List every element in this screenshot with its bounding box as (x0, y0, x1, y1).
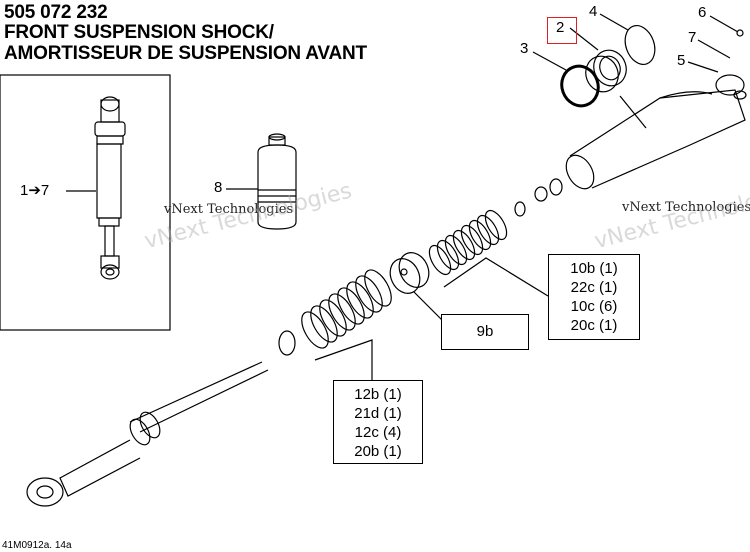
callout-8: 8 (214, 179, 223, 196)
right-shim-stack-drawing (428, 209, 508, 276)
callout-7: 7 (688, 29, 697, 46)
callout-1-to-7: 1➔7 (20, 182, 50, 199)
box-right-line: 20c (1) (570, 317, 618, 334)
box-bottom-line: 12c (4) (354, 424, 402, 441)
box-bottom-parts: 12b (1) 21d (1) 12c (4) 20b (1) (333, 380, 423, 464)
part-number: 505 072 232 (4, 2, 108, 23)
box-right-line: 22c (1) (570, 279, 618, 296)
callout-2: 2 (556, 19, 565, 36)
disc-drawing (624, 25, 656, 65)
box-bottom-line: 12b (1) (354, 386, 402, 403)
title-english: FRONT SUSPENSION SHOCK/ (4, 22, 274, 43)
drawing-reference: 41M0912a. 14a (2, 540, 72, 551)
box-right-line: 10c (6) (570, 298, 618, 315)
left-shim-stack-drawing (301, 269, 392, 349)
oil-bottle-drawing (257, 133, 297, 230)
highlight-box-2 (547, 17, 577, 44)
seal-drawing (585, 49, 627, 93)
piston-drawing (389, 252, 430, 294)
box-bottom-line: 21d (1) (354, 405, 402, 422)
box-9b: 9b (441, 314, 529, 350)
shock-body-drawing (565, 74, 747, 190)
assembled-shock-drawing (94, 96, 126, 280)
o-ring-drawing (560, 64, 600, 108)
watermark-small-right: vNext Technologies (622, 200, 750, 215)
box-bottom-line: 20b (1) (354, 443, 402, 460)
inset-frame (0, 74, 171, 331)
box-right-parts: 10b (1) 22c (1) 10c (6) 20c (1) (548, 254, 640, 340)
callout-4: 4 (589, 3, 598, 20)
callout-3: 3 (520, 40, 529, 57)
shaft-drawing (26, 361, 269, 507)
box-right-line: 10b (1) (570, 260, 618, 277)
watermark-small-left: vNext Technologies (164, 202, 294, 217)
title-french: AMORTISSEUR DE SUSPENSION AVANT (4, 43, 367, 64)
callout-5: 5 (677, 52, 686, 69)
callout-6: 6 (698, 4, 707, 21)
